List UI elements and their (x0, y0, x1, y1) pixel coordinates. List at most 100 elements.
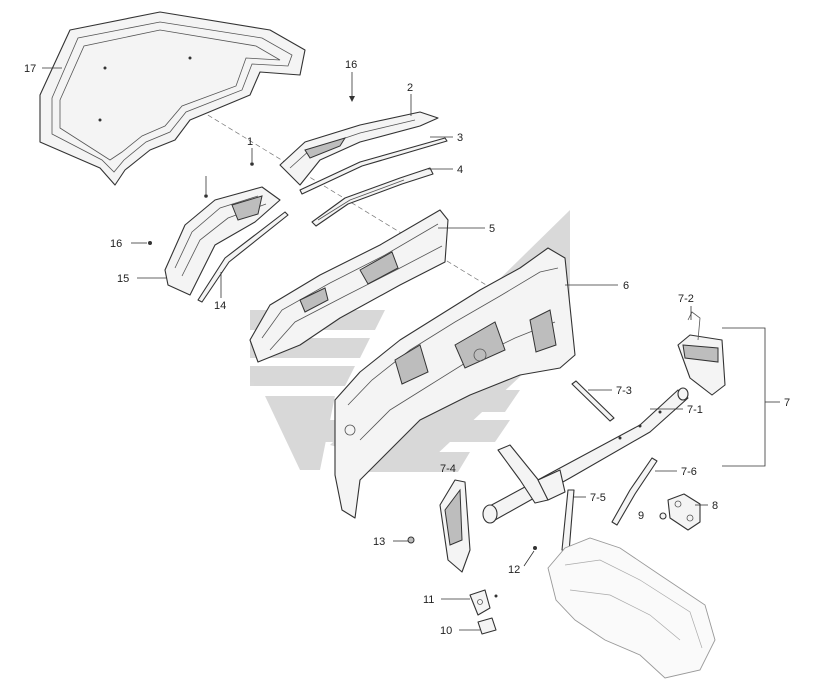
seal-strip-detail (317, 179, 405, 221)
dash-upper-detail (269, 245, 443, 351)
callout-7: 7 (784, 397, 790, 409)
cowl-bracket-detail (231, 195, 263, 221)
dash-main-detail (394, 344, 429, 385)
cowl-bracket (164, 186, 281, 296)
callout-7-5: 7-5 (590, 492, 606, 504)
dash-main-hole (344, 424, 356, 436)
body-floor-section-faint (547, 537, 716, 679)
beam-hole (638, 424, 642, 428)
seal-strip (311, 167, 434, 227)
watermark-band (250, 366, 355, 386)
part-6-dash-panel (334, 247, 576, 519)
part-7-4-bracket (439, 479, 471, 573)
part-7-3-rod (571, 380, 615, 422)
part-1-fastener-head (250, 162, 254, 166)
callout-17: 17 (24, 63, 36, 75)
watermark-band (265, 396, 335, 470)
callout-4: 4 (457, 164, 463, 176)
callout-8: 8 (712, 500, 718, 512)
callout-15: 15 (117, 273, 129, 285)
bracket-7-2 (677, 334, 726, 396)
part-14-thin-strip (197, 211, 289, 303)
pad-hole (103, 66, 107, 70)
part-3-strip (299, 137, 448, 195)
callout-11: 11 (423, 594, 434, 606)
beam-bracket (537, 469, 566, 501)
beam-hole (658, 410, 662, 414)
part-15-cowl-bracket (164, 186, 281, 296)
callout-3: 3 (457, 132, 463, 144)
dash-main-detail (529, 309, 557, 353)
floor-section (547, 537, 716, 679)
cowl-panel-detail (304, 137, 347, 159)
callout-13: 13 (373, 536, 385, 548)
callout-14: 14 (214, 300, 226, 312)
part-5-dash-upper (249, 209, 449, 363)
part-7-2-bracket (677, 311, 726, 396)
cowl-panel (279, 111, 439, 186)
leader-lines (42, 67, 780, 631)
callout-9: 9 (638, 510, 644, 522)
part-11-bracket (469, 589, 498, 616)
callout-2: 2 (407, 82, 413, 94)
callout-7-1: 7-1 (687, 404, 703, 416)
bracket-11-pin (494, 594, 498, 598)
bracket-8-hole (686, 514, 694, 522)
callout-16: 16 (345, 59, 357, 71)
leader-7-bracket (722, 327, 766, 467)
bracket-7-2-detail (682, 344, 719, 363)
part-17-insulation-pad (39, 11, 306, 186)
bracket-11 (469, 589, 491, 616)
dash-main-panel (334, 247, 576, 519)
callout-5: 5 (489, 223, 495, 235)
part-4-seal-strip (311, 167, 434, 227)
beam-hole (618, 436, 622, 440)
dash-main-detail (454, 321, 506, 369)
part-7-6-brace (611, 457, 658, 526)
dash-upper-detail (299, 287, 329, 313)
callout-10: 10 (440, 625, 452, 637)
part-13-bolt (407, 536, 415, 544)
part-16-arrowhead (349, 96, 355, 102)
bracket-11-hole (477, 599, 483, 605)
callout-1: 1 (247, 136, 253, 148)
callout-6: 6 (623, 280, 629, 292)
part-2-cowl-panel (279, 111, 439, 186)
bracket-7-2-detail (687, 311, 701, 341)
part-12-clip (533, 546, 537, 550)
pad-outline (39, 11, 306, 186)
pad-inner (51, 21, 293, 173)
callout-12: 12 (508, 564, 520, 576)
part-7-5-brace (561, 489, 575, 553)
pad-hole (188, 56, 192, 60)
bracket-8 (667, 493, 701, 531)
dash-main-detail (347, 267, 559, 406)
part-1-fastener-head (204, 194, 208, 198)
part-9-washer (659, 512, 667, 520)
leader-12 (523, 550, 535, 567)
floor-section-detail (564, 559, 703, 649)
part-16-clip (148, 241, 152, 245)
callout-7-4: 7-4 (440, 463, 456, 475)
part-8-bracket (667, 493, 701, 531)
dash-main-hole (473, 348, 487, 362)
callout-7-6: 7-6 (681, 466, 697, 478)
bracket-8-hole (674, 500, 682, 508)
dash-main-detail (359, 321, 556, 441)
pad-hole (98, 118, 102, 122)
callout-7-3: 7-3 (616, 385, 632, 397)
cowl-bracket-detail (174, 195, 259, 269)
dash-upper-detail (261, 223, 439, 339)
bracket-7-4-detail (444, 488, 463, 546)
dash-upper-panel (249, 209, 449, 363)
floor-section-detail (569, 589, 681, 641)
dash-upper-detail (359, 251, 399, 285)
part-10-bracket (477, 617, 497, 635)
callout-labels: 17 16 2 3 1 4 5 16 15 14 6 7-2 7 7-3 7-1… (24, 59, 790, 637)
cross-beam-end (677, 387, 689, 401)
cross-beam-end (482, 504, 498, 524)
part-7-1-cross-beam (482, 387, 689, 524)
callout-16-left: 16 (110, 238, 122, 250)
